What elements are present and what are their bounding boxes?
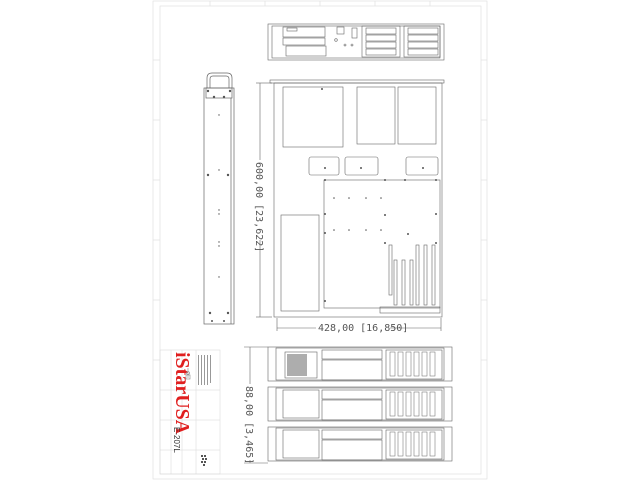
- title-block: [159, 349, 221, 475]
- side-view-holes: [206, 89, 232, 322]
- depth-dimension-line: [256, 82, 272, 318]
- sheet-frame: [152, 0, 488, 480]
- proprietary-notice: [198, 355, 211, 385]
- model-number: E-207L: [172, 427, 181, 453]
- top-view-mounting-holes: [321, 88, 437, 302]
- rear-view-redundant-psu-alt: [267, 426, 453, 462]
- expansion-slots: [389, 351, 436, 457]
- height-dimension-line: [244, 346, 268, 464]
- front-view: [267, 23, 445, 61]
- rear-view-redundant-psu: [267, 386, 453, 422]
- projection-symbol-icon: [185, 368, 191, 380]
- psu-vent-pattern: [287, 354, 307, 376]
- width-dimension-line: [276, 318, 442, 331]
- rear-view-single-psu: [267, 346, 453, 382]
- top-view: [269, 79, 445, 318]
- width-dimension: 428,00 [16,850]: [318, 323, 408, 334]
- depth-dimension: 600,00 [23,622]: [253, 162, 264, 252]
- brand-logo: iStarUSA: [171, 352, 193, 435]
- height-dimension: 88,00 [3,465]: [243, 386, 254, 464]
- side-view: [203, 72, 235, 325]
- qr-code: [201, 455, 207, 466]
